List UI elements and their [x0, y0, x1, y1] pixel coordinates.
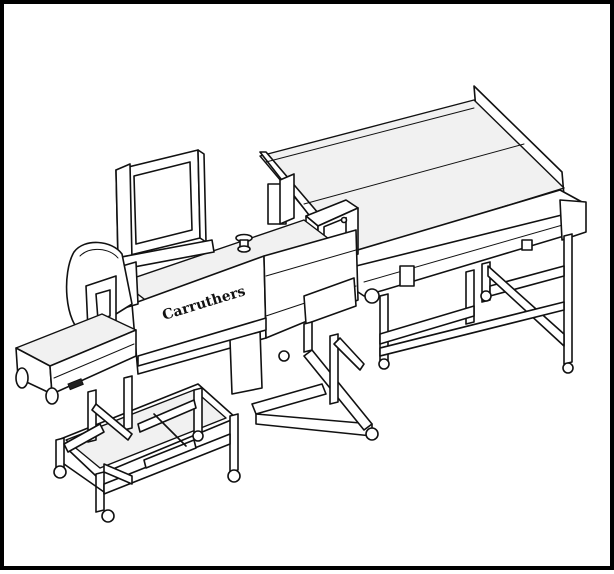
- center-frame: [251, 321, 379, 441]
- outfeed-stand: [378, 233, 574, 374]
- infeed-conveyor: [15, 313, 137, 405]
- machine-line-drawing: Carruthers: [15, 85, 587, 523]
- main-housing: Carruthers: [121, 219, 359, 395]
- infeed-stand: [53, 375, 241, 523]
